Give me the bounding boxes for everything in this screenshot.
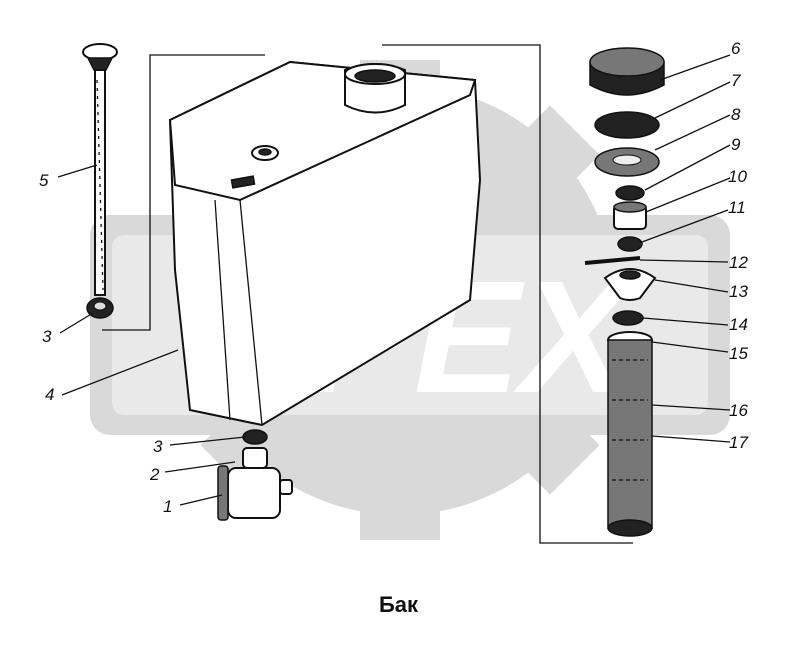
callout-labels: 1 2 3 3 4 5 6 7 8 9 10 11 12 13 14 15 16… <box>39 39 748 516</box>
fuel-tank <box>168 60 482 427</box>
callout-8: 8 <box>731 105 741 124</box>
dipstick <box>82 43 118 296</box>
callout-2: 2 <box>149 465 160 484</box>
filler-cap <box>589 47 665 96</box>
drain-valve <box>217 429 293 521</box>
washer-upper <box>86 297 114 319</box>
callout-12: 12 <box>729 253 748 272</box>
valve-plate <box>603 268 657 301</box>
callout-9: 9 <box>731 135 741 154</box>
callout-6: 6 <box>731 39 741 58</box>
callout-17: 17 <box>729 433 748 452</box>
callout-3-lower: 3 <box>153 437 163 456</box>
leader-lines <box>57 54 731 506</box>
callout-15: 15 <box>729 344 748 363</box>
cap-seal <box>594 111 660 139</box>
gasket <box>594 147 660 177</box>
figure-caption: Бак <box>378 592 419 617</box>
callout-10: 10 <box>728 167 747 186</box>
callout-7: 7 <box>731 71 741 90</box>
callout-3-upper: 3 <box>42 327 52 346</box>
ring-9 <box>615 185 645 201</box>
valve-body <box>613 201 647 230</box>
callout-16: 16 <box>729 401 748 420</box>
callout-13: 13 <box>729 282 748 301</box>
callout-11: 11 <box>728 198 746 217</box>
callout-4: 4 <box>45 385 54 404</box>
callout-1: 1 <box>163 497 172 516</box>
callout-14: 14 <box>729 315 748 334</box>
filter-strainer <box>607 331 653 537</box>
callout-5: 5 <box>39 171 49 190</box>
ring-14 <box>612 310 644 326</box>
pin <box>584 256 641 265</box>
ring-11 <box>617 236 643 252</box>
